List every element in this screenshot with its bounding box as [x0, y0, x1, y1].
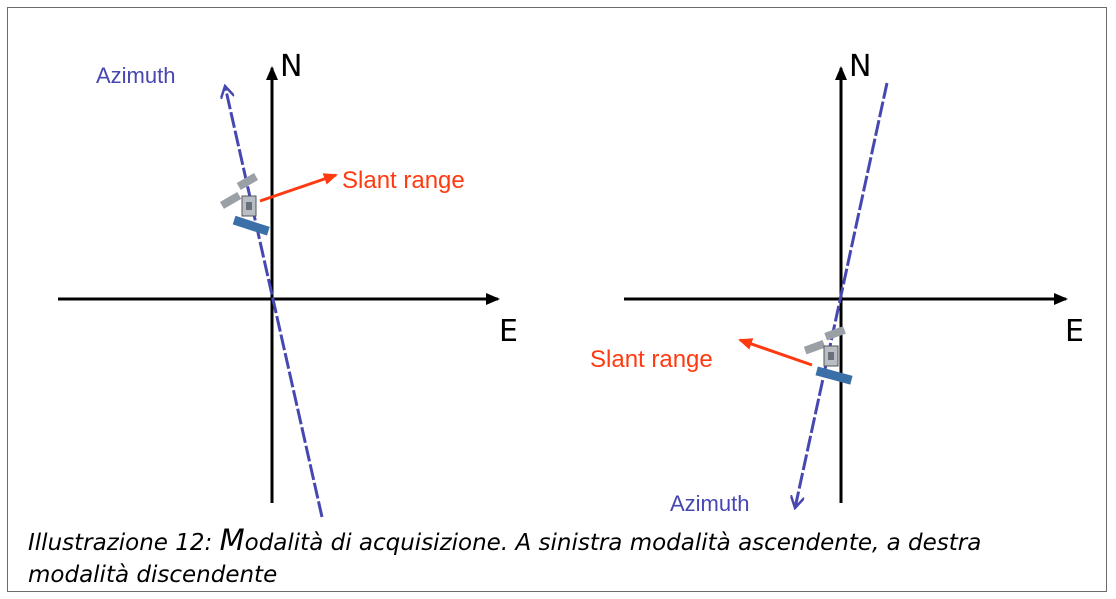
- left-azimuth-label: Azimuth: [96, 63, 175, 88]
- right-north-label: N: [849, 49, 871, 84]
- left-north-label: N: [280, 49, 302, 84]
- right-azimuth-line: [795, 82, 889, 508]
- right-satellite-icon: [803, 326, 853, 385]
- left-slant-arrow: [259, 173, 338, 203]
- left-east-label: E: [499, 314, 518, 349]
- right-azimuth-label: Azimuth: [670, 491, 749, 516]
- right-slant-arrow: [738, 338, 813, 367]
- left-azimuth-line: [225, 86, 324, 518]
- right-panel: Azimuth N E Slant range: [590, 49, 1084, 516]
- figure-caption: Illustrazione 12: Modalità di acquisizio…: [28, 524, 1088, 591]
- caption-text: odalità di acquisizione. A sinistra moda…: [28, 530, 982, 588]
- left-slant-label: Slant range: [342, 167, 465, 194]
- right-slant-label: Slant range: [590, 346, 713, 373]
- right-east-label: E: [1065, 314, 1084, 349]
- caption-initial: M: [219, 523, 245, 557]
- left-satellite-icon: [219, 173, 270, 236]
- figure-frame: [7, 7, 1107, 592]
- caption-prefix: Illustrazione 12:: [28, 530, 220, 556]
- acquisition-diagram: Azimuth N E Slant range Azimuth N E Slan…: [58, 49, 1084, 518]
- left-panel: Azimuth N E Slant range: [58, 49, 518, 518]
